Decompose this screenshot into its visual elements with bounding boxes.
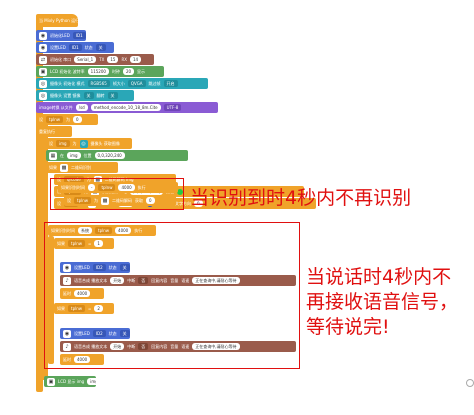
block-lcd-display[interactable]: ▣ LCD 显示 img img bbox=[44, 376, 96, 387]
block-set-led-2[interactable]: ◉ 设置LED ID2 状态 关 bbox=[60, 262, 130, 273]
camera-icon: ◎ bbox=[79, 139, 88, 148]
hat-block[interactable]: 当 Mixly Python 运行 bbox=[36, 14, 78, 27]
speaker-icon: ♪ bbox=[63, 342, 71, 351]
block-camera-mirror[interactable]: ◎ 摄像头 设置 镜像 关 翻转 关 bbox=[36, 90, 134, 101]
block-lcd-init[interactable]: ▣ LCD 初始化 波特率 115200 时钟 20 显示 bbox=[36, 66, 164, 77]
block-if-qr[interactable]: 如果 ▩ 二维码识别 bbox=[46, 162, 118, 173]
block-draw-img[interactable]: ▦ 在 img 位置 0,0,320,240 bbox=[46, 150, 188, 161]
block-delay-2[interactable]: 延时 4000 bbox=[60, 354, 104, 365]
zoom-control[interactable] bbox=[466, 379, 474, 387]
block-camera-init[interactable]: ◎ 摄像头 初始化 模式 RGB565 帧大小 QVGA 跳过帧 开启 bbox=[36, 78, 208, 89]
lcd-icon: ▣ bbox=[39, 67, 47, 76]
annotation-text-1: 当识别到时4秒内不再识别 bbox=[190, 187, 412, 209]
block-set-led[interactable]: ◉ 设置LED ID1 状态 关 bbox=[36, 42, 114, 53]
block-if-tplnw-2[interactable]: 如果 tplnw = 2 bbox=[54, 303, 114, 314]
if2-spine bbox=[48, 236, 54, 364]
block-speech-2[interactable]: ♪ 语音合成 播放文本 开始 中断 否 回复内容 音量 语速 正在查询中,请耐心… bbox=[60, 341, 296, 352]
block-init-serial[interactable]: ⇄ 初始化 串口 Serial_1 TX 15 RX 14 bbox=[36, 54, 154, 65]
block-forever[interactable]: 重复执行 bbox=[36, 126, 72, 137]
led-icon: ◉ bbox=[63, 329, 71, 338]
block-if-time-2[interactable]: 如果识别时间 系统 tplnw 4000 执行 bbox=[48, 225, 156, 236]
script-spine bbox=[36, 14, 43, 392]
block-set-img[interactable]: 设 img 为 ◎ 摄像头 获取图像 bbox=[46, 138, 132, 149]
qr-icon: ▩ bbox=[60, 163, 68, 172]
block-set-led-3[interactable]: ◉ 设置LED ID2 状态 关 bbox=[60, 328, 130, 339]
block-set-var-init[interactable]: 设 tplnw 为 0 bbox=[36, 114, 98, 125]
led-icon: ◉ bbox=[39, 31, 47, 40]
block-delay-1[interactable]: 延时 4000 bbox=[60, 288, 104, 299]
serial-icon: ⇄ bbox=[39, 55, 47, 64]
block-init-led[interactable]: ◉ 初始化LED ID1 bbox=[36, 30, 86, 41]
led-icon: ◉ bbox=[39, 43, 47, 52]
speaker-icon: ♪ bbox=[63, 276, 71, 285]
annotation-frame-2 bbox=[44, 222, 300, 369]
annotation-text-2: 当说话时4秒内不再接收语音信号，等待说完! bbox=[306, 266, 459, 338]
qr-icon: ▩ bbox=[101, 196, 110, 205]
hat-label: 当 Mixly Python 运行 bbox=[39, 18, 78, 23]
camera-icon: ◎ bbox=[39, 79, 47, 88]
lcd-icon: ▣ bbox=[47, 377, 55, 386]
block-set-tplnw-1[interactable]: 设 tplnw 为 ▩ 二维码解码 获取 0 bbox=[64, 195, 176, 206]
image-icon: ▦ bbox=[49, 151, 57, 160]
qr-icon: ▩ bbox=[93, 175, 102, 184]
block-if-tplnw-1[interactable]: 如果 tplnw = 1 bbox=[54, 238, 114, 249]
led-icon: ◉ bbox=[63, 263, 71, 272]
block-set-qrcode[interactable]: 设 qrcode 为 ▩ 二维码解码 img bbox=[54, 174, 176, 185]
annotation-frame-1 bbox=[50, 178, 184, 210]
block-image-load[interactable]: image转换 从文件 /sd method_encode_10_18_8m.C… bbox=[36, 102, 218, 113]
color-swatch-green[interactable] bbox=[177, 188, 184, 195]
block-if-time-1[interactable]: 如果识别时间 - tplnw 4000 执行 bbox=[58, 182, 178, 193]
block-speech-1[interactable]: ♪ 语音合成 播放文本 开始 中断 否 回复内容 音量 语速 正在查询中,请耐心… bbox=[60, 275, 296, 286]
camera-icon: ◎ bbox=[39, 91, 47, 100]
